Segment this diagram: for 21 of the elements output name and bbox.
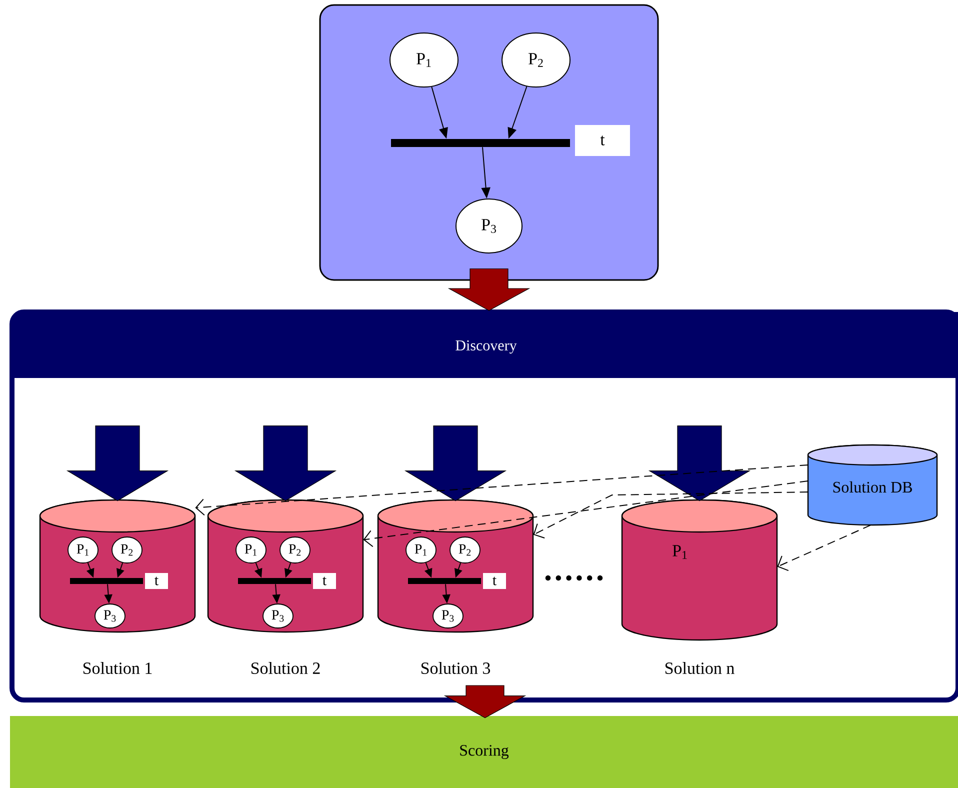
transition-label: t — [145, 573, 168, 589]
solution-caption: Solution 1 — [83, 662, 152, 674]
transition-label: t — [313, 573, 336, 589]
database-cylinder: Solution DB — [807, 444, 938, 526]
block-arrow — [444, 685, 526, 718]
solution-caption: Solution 3 — [421, 662, 490, 674]
solution-caption: Solution 2 — [251, 662, 320, 674]
transition-label: t — [483, 573, 506, 589]
transition-label: t — [575, 125, 630, 156]
arrow — [533, 492, 808, 539]
block-arrow — [234, 426, 337, 502]
arrow — [777, 524, 871, 572]
solution-cylinder: P$_{1}$ — [621, 499, 778, 641]
block-arrow — [648, 426, 751, 502]
scoring-band: Scoring — [10, 716, 958, 788]
solution-caption: Solution n — [665, 662, 734, 674]
arrow — [363, 480, 808, 548]
block-arrow — [66, 426, 169, 502]
arrow — [195, 464, 808, 516]
block-arrow — [448, 268, 530, 311]
block-arrow — [404, 426, 507, 502]
